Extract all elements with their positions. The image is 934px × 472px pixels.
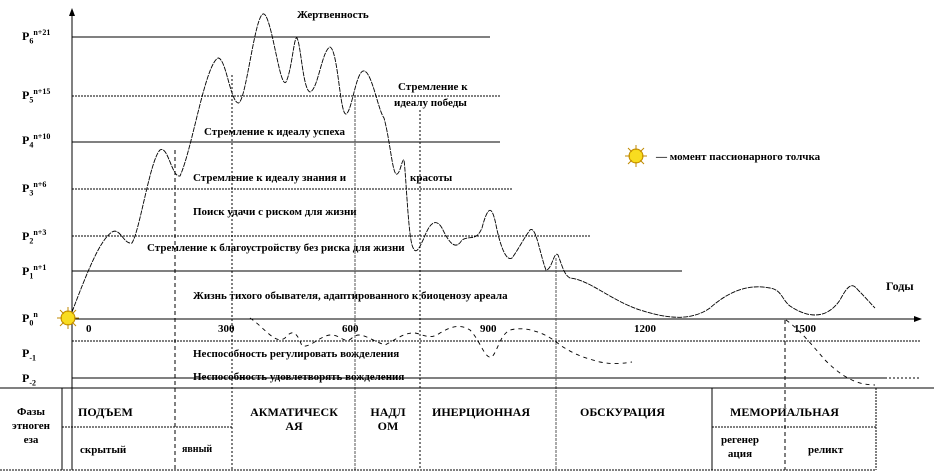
p5-description: Стремление к	[398, 81, 468, 93]
phase-regeneration: регенер ация	[716, 433, 764, 461]
level-label-p0: P0n	[22, 310, 38, 328]
phases-header-line: этноген	[11, 420, 51, 432]
level-label-p1: P1n+1	[22, 263, 47, 281]
phases-header-line: еза	[23, 434, 39, 446]
p2-above-description: Поиск удачи с риском для жизни	[193, 206, 357, 218]
sun-icon	[57, 307, 79, 329]
phases-header: Фазы этноген еза	[6, 405, 56, 447]
level-label-p3: P3n+6	[22, 180, 47, 198]
phase-inertial: ИНЕРЦИОННАЯ	[432, 405, 531, 419]
p3-description-2: красоты	[410, 172, 453, 184]
p4-description: Стремление к идеалу успеха	[204, 126, 345, 138]
x-tick: 300	[218, 323, 235, 335]
phase-acmatic: АКМАТИЧЕСК АЯ	[236, 405, 352, 433]
phase-breakdown-line: НАДЛ	[370, 405, 406, 419]
phase-memorial: МЕМОРИАЛЬНАЯ	[730, 405, 839, 419]
phase-acmatic-line: АЯ	[285, 419, 303, 433]
x-tick: 900	[480, 323, 497, 335]
phase-regeneration-line: регенер	[720, 434, 760, 446]
decline-curve-late	[785, 319, 876, 386]
level-label-p4: P4n+10	[22, 132, 51, 150]
phase-obscuration: ОБСКУРАЦИЯ	[580, 405, 665, 419]
phase-regeneration-line: ация	[727, 448, 753, 460]
top-label: Жертвенность	[297, 9, 369, 21]
x-tick: 0	[86, 323, 92, 335]
pm1-description: Неспособность регулировать вожделения	[193, 348, 400, 360]
phase-acmatic-line: АКМАТИЧЕСК	[250, 405, 338, 419]
phase-rise: ПОДЪЕМ	[78, 405, 133, 419]
phase-rise-explicit: явный	[182, 444, 213, 455]
pm2-description: Неспособность удовлетворять вожделения	[193, 371, 405, 383]
p3-description: Стремление к идеалу знания и	[193, 172, 347, 184]
passionarity-curve	[71, 13, 876, 318]
level-label-pm2: P-2	[22, 371, 37, 388]
x-tick: 1200	[634, 323, 656, 335]
x-tick: 600	[342, 323, 359, 335]
phase-breakdown-line: ОМ	[377, 419, 399, 433]
level-label-p2: P2n+3	[22, 228, 47, 246]
p1-below-description: Жизнь тихого обывателя, адаптированного …	[193, 290, 508, 302]
phases-header-line: Фазы	[17, 406, 45, 418]
x-axis-label: Годы	[886, 279, 914, 293]
phase-relict: реликт	[808, 444, 844, 456]
x-tick: 1500	[794, 323, 816, 335]
phase-rise-hidden: скрытый	[80, 444, 127, 456]
legend-text: — момент пассионарного толчка	[656, 151, 821, 163]
level-label-p5: P5n+15	[22, 87, 51, 105]
decline-curve	[249, 317, 633, 365]
p2-below-description: Стремление к благоустройству без риска д…	[147, 242, 405, 254]
phase-breakdown: НАДЛ ОМ	[358, 405, 418, 433]
sun-icon	[625, 145, 647, 167]
p5-description-2: идеалу победы	[394, 97, 467, 109]
level-label-pm1: P-1	[22, 346, 37, 363]
level-label-p6: P6n+21	[22, 28, 51, 46]
